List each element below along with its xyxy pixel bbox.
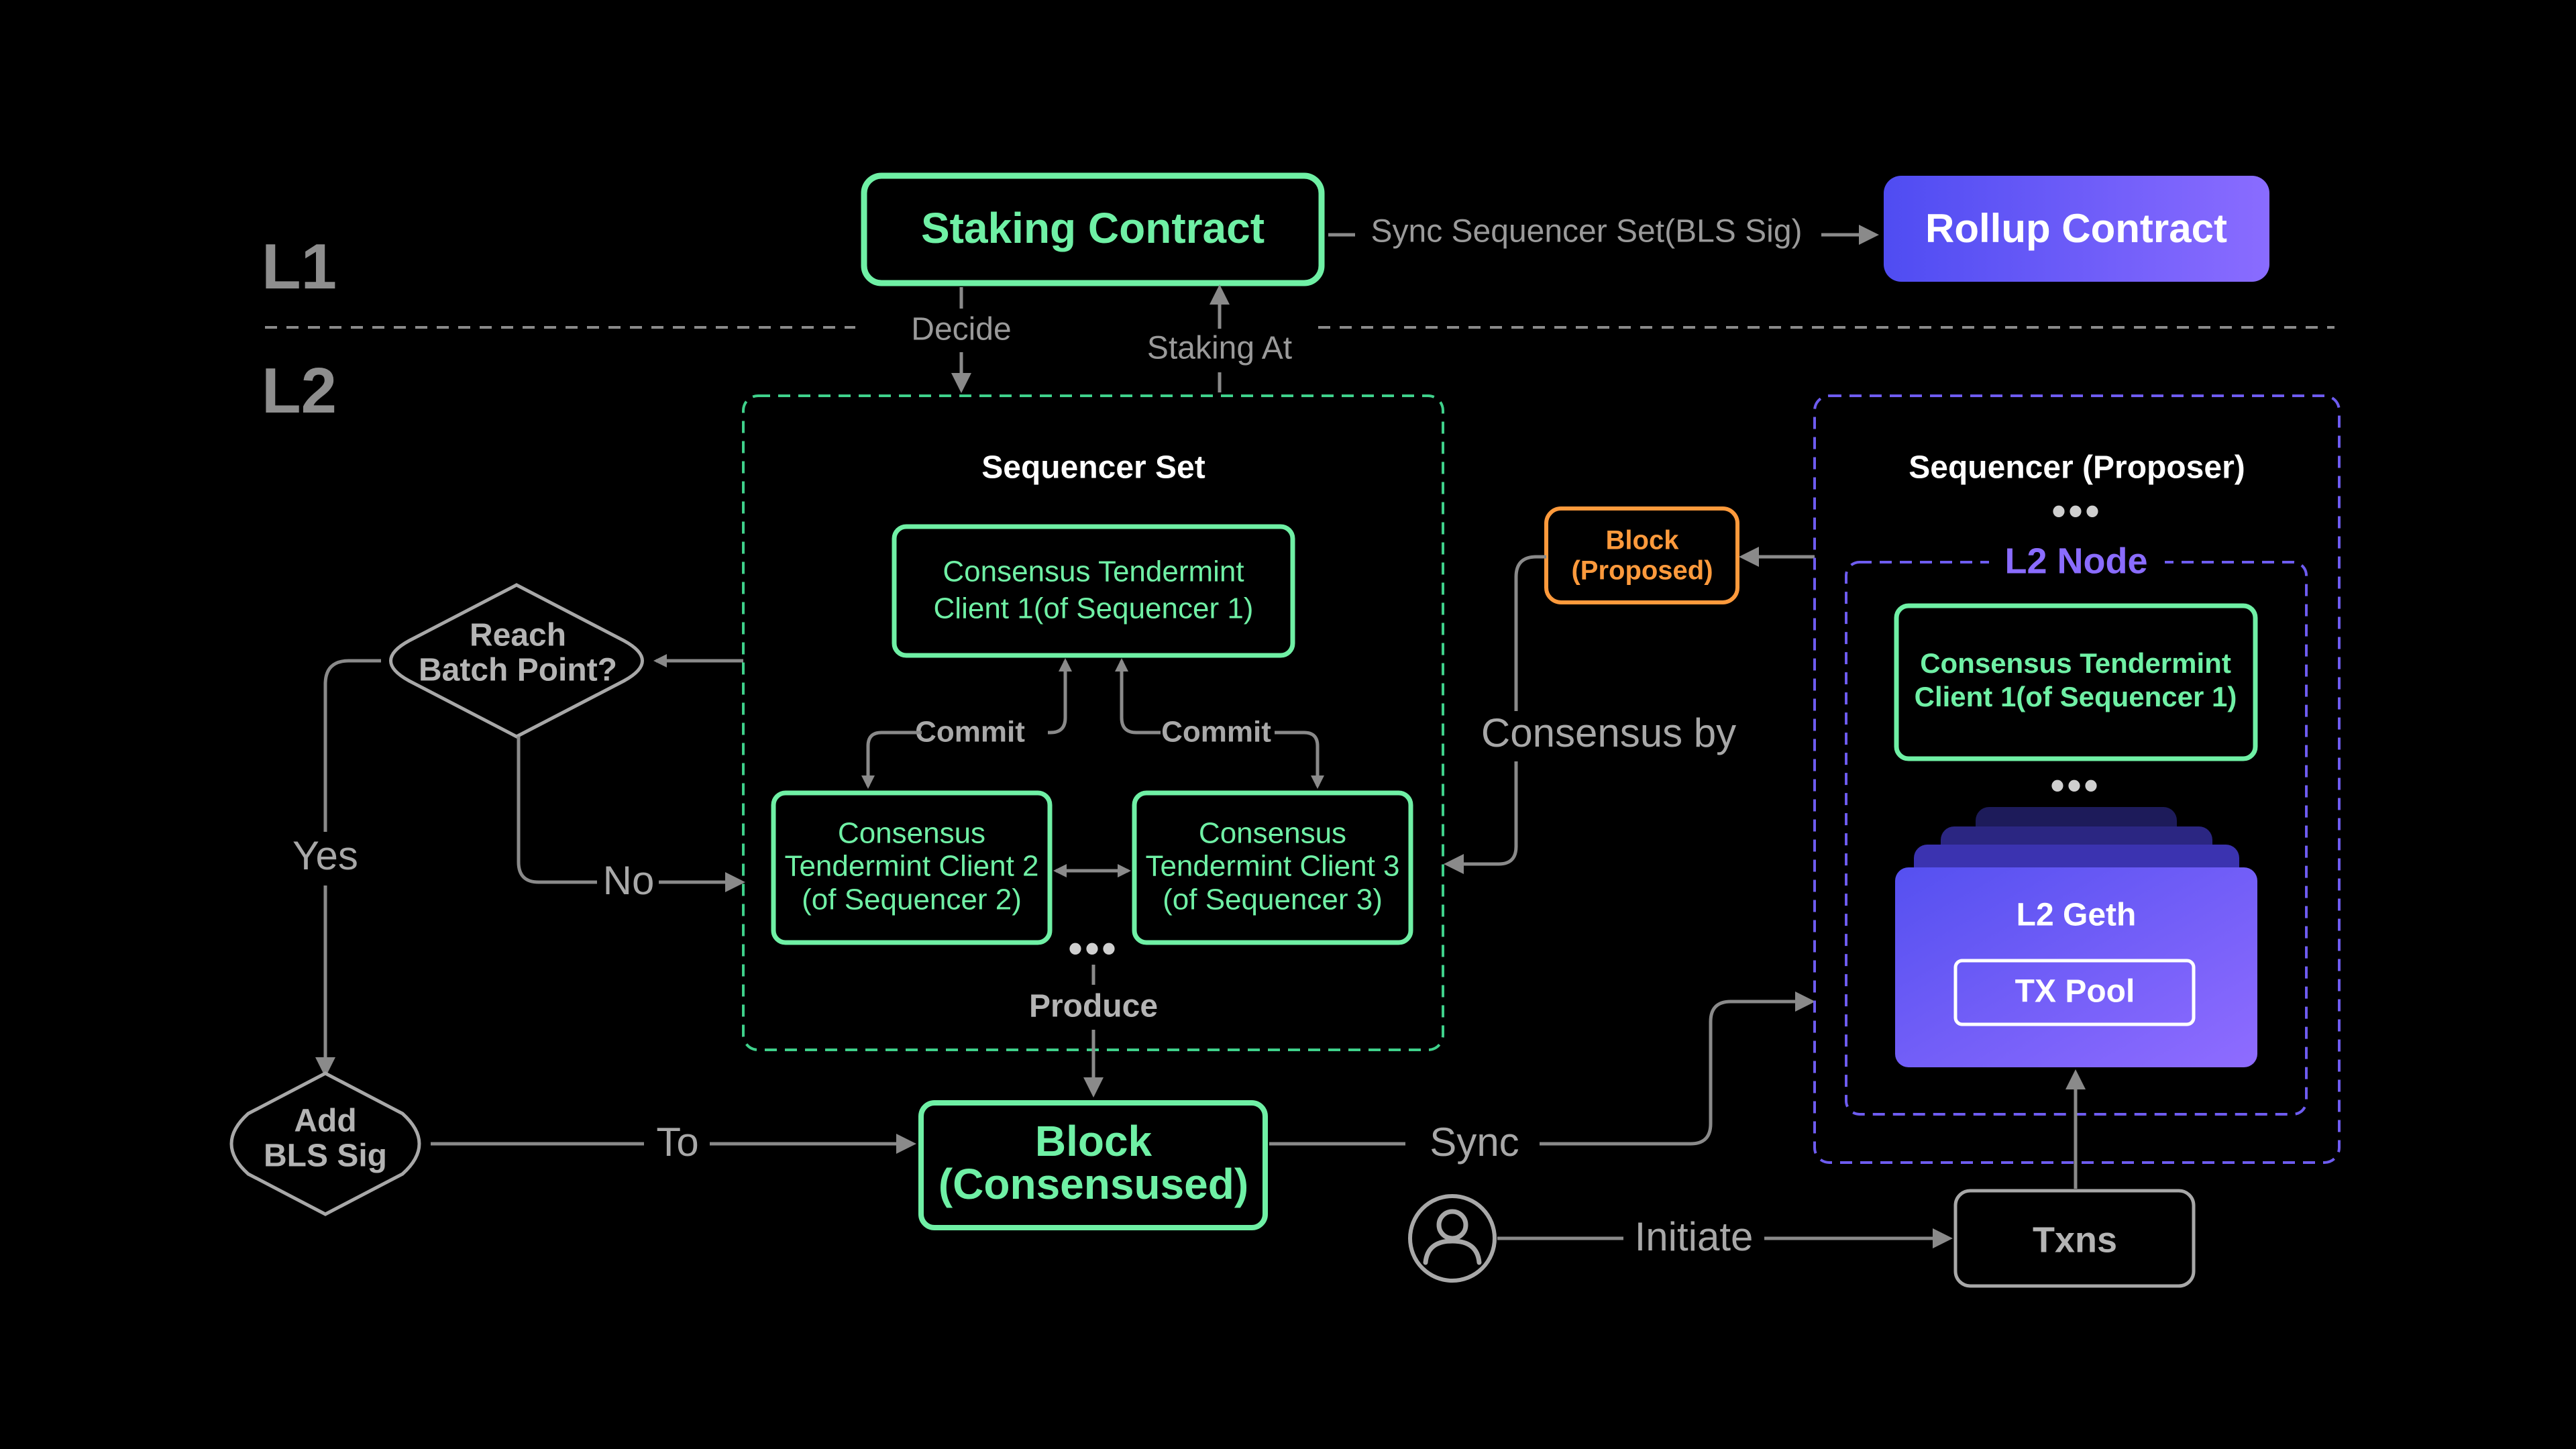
no-label: No bbox=[603, 858, 655, 903]
sync-label: Sync bbox=[1430, 1120, 1519, 1165]
block-proposed-line1: Block bbox=[1606, 526, 1680, 555]
reach-batch-line1: Reach bbox=[470, 618, 566, 653]
client-1-line2: Client 1(of Sequencer 1) bbox=[934, 592, 1254, 625]
staking-contract-node[interactable]: Staking Contract bbox=[861, 172, 1325, 286]
proposer-top-dots: ••• bbox=[2051, 488, 2102, 533]
proposer-client-1-line1: Consensus Tendermint bbox=[1920, 647, 2231, 679]
client-3-line3: (of Sequencer 3) bbox=[1163, 883, 1383, 916]
client-2-line3: (of Sequencer 2) bbox=[802, 883, 1022, 916]
proposer-mid-dots: ••• bbox=[2050, 763, 2100, 808]
yes-label: Yes bbox=[292, 833, 358, 878]
block-consensused-line1: Block bbox=[1035, 1117, 1152, 1165]
block-proposed-line2: (Proposed) bbox=[1571, 556, 1713, 586]
layer-label-l2: L2 bbox=[262, 355, 337, 427]
l2-node-container: L2 Node bbox=[1845, 541, 2308, 1116]
sync-sequencer-set-label: Sync Sequencer Set(BLS Sig) bbox=[1371, 214, 1802, 250]
commit-left-edge-up bbox=[1048, 658, 1072, 735]
proposer-client-1-line2: Client 1(of Sequencer 1) bbox=[1915, 681, 2237, 712]
yes-edge-top bbox=[323, 659, 381, 832]
reach-batch-point-decision[interactable]: Reach Batch Point? bbox=[389, 583, 644, 739]
rollup-contract-node[interactable]: Rollup Contract bbox=[1884, 176, 2269, 282]
txns-label: Txns bbox=[2033, 1220, 2117, 1260]
add-bls-sig-decision[interactable]: Add BLS Sig bbox=[229, 1071, 421, 1216]
block-consensused-line2: (Consensused) bbox=[938, 1160, 1248, 1208]
commit-right-label: Commit bbox=[1161, 716, 1271, 749]
layer-label-l1: L1 bbox=[262, 231, 337, 303]
reach-batch-line2: Batch Point? bbox=[419, 653, 617, 688]
txns-node[interactable]: Txns bbox=[1953, 1189, 2196, 1288]
commit-left-label: Commit bbox=[915, 716, 1025, 749]
initiate-label: Initiate bbox=[1635, 1214, 1754, 1259]
tx-pool-box[interactable]: TX Pool bbox=[1953, 959, 2196, 1026]
l2-geth-stack[interactable]: L2 Geth bbox=[1895, 807, 2257, 1067]
sequencer-set-client-2[interactable]: Consensus Tendermint Client 2 (of Sequen… bbox=[771, 790, 1053, 945]
commit-right-edge-up bbox=[1115, 658, 1161, 735]
staking-at-label: Staking At bbox=[1147, 331, 1292, 366]
user-icon[interactable] bbox=[1408, 1194, 1497, 1283]
rollup-contract-label: Rollup Contract bbox=[1925, 206, 2227, 251]
client-3-line1: Consensus bbox=[1199, 817, 1346, 850]
proposer-client-1[interactable]: Consensus Tendermint Client 1(of Sequenc… bbox=[1894, 603, 2258, 761]
sequencer-proposer-title: Sequencer (Proposer) bbox=[1909, 450, 2245, 486]
sequencer-set-more-dots: ••• bbox=[1068, 926, 1118, 971]
no-edge-start bbox=[517, 737, 597, 884]
consensus-by-edge-top bbox=[1514, 555, 1546, 711]
l2-node-label: L2 Node bbox=[2004, 541, 2147, 581]
sequencer-proposer-container: Sequencer (Proposer) ••• bbox=[1813, 394, 2341, 1164]
l2-geth-label: L2 Geth bbox=[2017, 898, 2137, 933]
decide-label: Decide bbox=[911, 312, 1011, 347]
add-bls-line1: Add bbox=[294, 1104, 356, 1139]
tx-pool-label: TX Pool bbox=[2015, 974, 2135, 1010]
staking-contract-label: Staking Contract bbox=[921, 204, 1265, 252]
consensus-by-label: Consensus by bbox=[1481, 710, 1736, 755]
commit-left-edge-down bbox=[861, 731, 922, 789]
block-consensused-node[interactable]: Block (Consensused) bbox=[918, 1100, 1268, 1230]
client-1-line1: Consensus Tendermint bbox=[943, 555, 1244, 588]
client-2-line1: Consensus bbox=[838, 817, 985, 850]
sequencer-set-client-3[interactable]: Consensus Tendermint Client 3 (of Sequen… bbox=[1132, 790, 1413, 945]
client-3-line2: Tendermint Client 3 bbox=[1145, 850, 1399, 883]
produce-label: Produce bbox=[1029, 989, 1158, 1024]
consensus-by-edge-arrow bbox=[1444, 761, 1518, 874]
sync-edge-arrow bbox=[1540, 991, 1815, 1146]
sequencer-set-title: Sequencer Set bbox=[981, 450, 1205, 486]
to-label: To bbox=[656, 1120, 698, 1165]
sequencer-set-client-1[interactable]: Consensus Tendermint Client 1(of Sequenc… bbox=[892, 524, 1295, 658]
add-bls-line2: BLS Sig bbox=[264, 1138, 387, 1174]
client-2-line2: Tendermint Client 2 bbox=[784, 850, 1038, 883]
commit-right-edge-down bbox=[1275, 731, 1324, 789]
block-proposed-node[interactable]: Block (Proposed) bbox=[1544, 506, 1739, 604]
